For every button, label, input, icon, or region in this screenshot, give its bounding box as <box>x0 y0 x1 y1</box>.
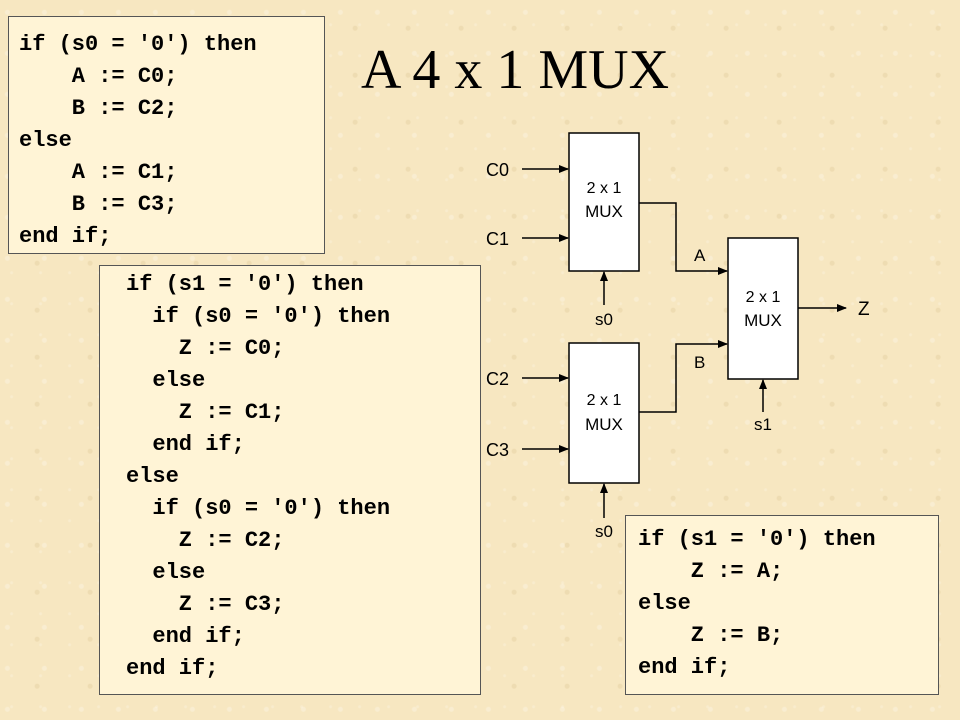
code-block-level2: if (s1 = '0') then Z := A; else Z := B; … <box>625 515 939 695</box>
code-line: else <box>126 560 206 585</box>
code-block-nested: if (s1 = '0') then if (s0 = '0') then Z … <box>99 265 481 695</box>
code-line: if (s1 = '0') then <box>126 272 364 297</box>
mux-top-label-1: 2 x 1 <box>587 180 622 197</box>
code-line: Z := A; <box>638 559 784 584</box>
code-line: end if; <box>638 655 731 680</box>
code-line: A := C0; <box>19 64 178 89</box>
code-line: Z := C3; <box>126 592 285 617</box>
code-line: end if; <box>126 432 245 457</box>
slide-title: A 4 x 1 MUX <box>360 39 670 101</box>
code-line: if (s0 = '0') then <box>19 32 257 57</box>
code-line: A := C1; <box>19 160 178 185</box>
code-line: else <box>638 591 691 616</box>
code-block-level1: if (s0 = '0') then A := C0; B := C2; els… <box>8 16 325 254</box>
mux-final-label-2: MUX <box>744 311 782 330</box>
s0-bottom-label: s0 <box>595 522 613 541</box>
code-line: B := C3; <box>19 192 178 217</box>
code-line: else <box>126 464 179 489</box>
code-line: end if; <box>126 656 219 681</box>
code-line: if (s0 = '0') then <box>126 304 391 329</box>
mux-bottom-label-1: 2 x 1 <box>587 392 622 409</box>
s1-label: s1 <box>754 415 772 434</box>
mux-final-label-1: 2 x 1 <box>746 289 781 306</box>
mux-bottom-block <box>568 342 640 484</box>
code-line: Z := C1; <box>126 400 285 425</box>
code-line: end if; <box>19 224 112 249</box>
mux-top-label-2: MUX <box>585 202 623 221</box>
c2-label: C2 <box>486 369 509 389</box>
code-line: if (s0 = '0') then <box>126 496 391 521</box>
code-line: B := C2; <box>19 96 178 121</box>
code-line: Z := B; <box>638 623 784 648</box>
code-line: if (s1 = '0') then <box>638 527 876 552</box>
z-label: Z <box>858 299 870 320</box>
code-line: else <box>126 368 206 393</box>
code-line: end if; <box>126 624 245 649</box>
code-line: else <box>19 128 72 153</box>
c3-label: C3 <box>486 440 509 460</box>
mux-top-block <box>568 132 640 272</box>
a-label: A <box>694 246 706 265</box>
code-line: Z := C2; <box>126 528 285 553</box>
mux-final-block <box>727 237 799 380</box>
c0-label: C0 <box>486 160 509 180</box>
a-wire <box>639 202 728 275</box>
b-wire <box>639 340 728 413</box>
s0-top-label: s0 <box>595 310 613 329</box>
b-label: B <box>694 353 705 372</box>
c1-label: C1 <box>486 229 509 249</box>
code-line: Z := C0; <box>126 336 285 361</box>
mux-bottom-label-2: MUX <box>585 415 623 434</box>
